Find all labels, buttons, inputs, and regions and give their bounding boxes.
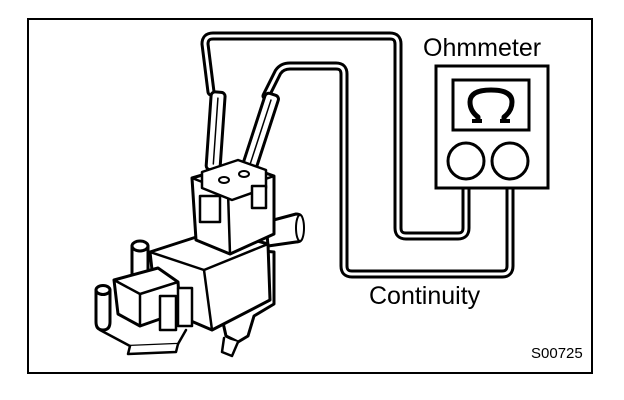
ohmmeter-label: Ohmmeter (423, 34, 542, 62)
ohmmeter-terminal-left (446, 141, 486, 181)
vacuum-switching-valve (94, 158, 305, 358)
figure-code: S00725 (531, 345, 583, 362)
ohmmeter-terminal-right (490, 141, 530, 181)
lead-wire-right-core (264, 64, 512, 276)
figure-frame (27, 18, 593, 374)
lead-wire-left-core (203, 34, 468, 238)
test-leads (200, 31, 515, 279)
probe-left (204, 90, 227, 190)
continuity-label: Continuity (369, 282, 481, 310)
ohmmeter (434, 64, 550, 190)
ohmmeter-display (451, 78, 531, 132)
ohm-symbol-icon (467, 87, 515, 123)
valve-left-nipple-lower (94, 288, 112, 332)
